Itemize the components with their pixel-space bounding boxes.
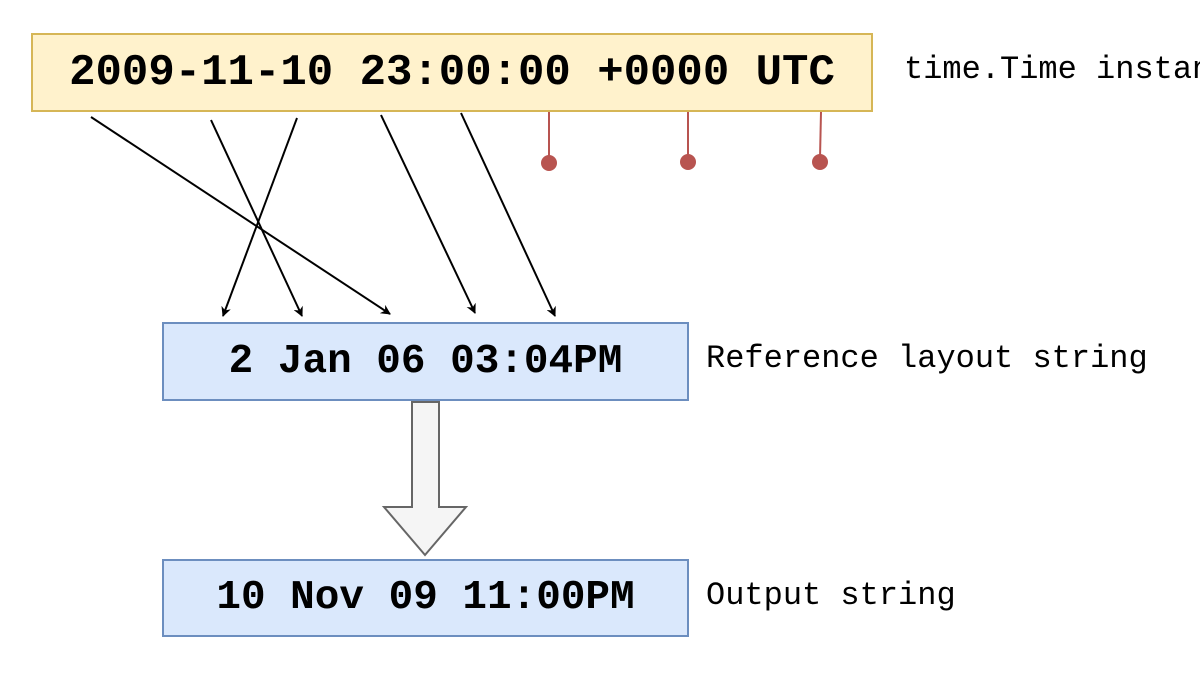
arrow-year-mapping: [221, 117, 298, 317]
time-instance-box: 2009-11-10 23:00:00 +0000 UTC: [31, 33, 873, 112]
time-instance-value: 2009-11-10 23:00:00 +0000 UTC: [69, 47, 835, 98]
reference-layout-caption: Reference layout string: [706, 340, 1148, 377]
arrow-minute-mapping: [460, 112, 556, 317]
unused-marker-seconds: [541, 112, 557, 171]
arrow-hour-mapping: [380, 114, 476, 314]
unused-marker-zone: [812, 111, 828, 170]
arrow-day-to-month: [90, 116, 391, 315]
output-string-box: 10 Nov 09 11:00PM: [162, 559, 689, 637]
block-arrow-format: [381, 401, 469, 557]
arrow-month-to-day: [210, 119, 303, 317]
time-instance-caption: time.Time instance: [904, 51, 1200, 88]
unused-marker-offset: [680, 112, 696, 170]
reference-layout-box: 2 Jan 06 03:04PM: [162, 322, 689, 401]
reference-layout-value: 2 Jan 06 03:04PM: [228, 338, 623, 385]
output-string-value: 10 Nov 09 11:00PM: [216, 575, 635, 621]
output-string-caption: Output string: [706, 577, 956, 614]
